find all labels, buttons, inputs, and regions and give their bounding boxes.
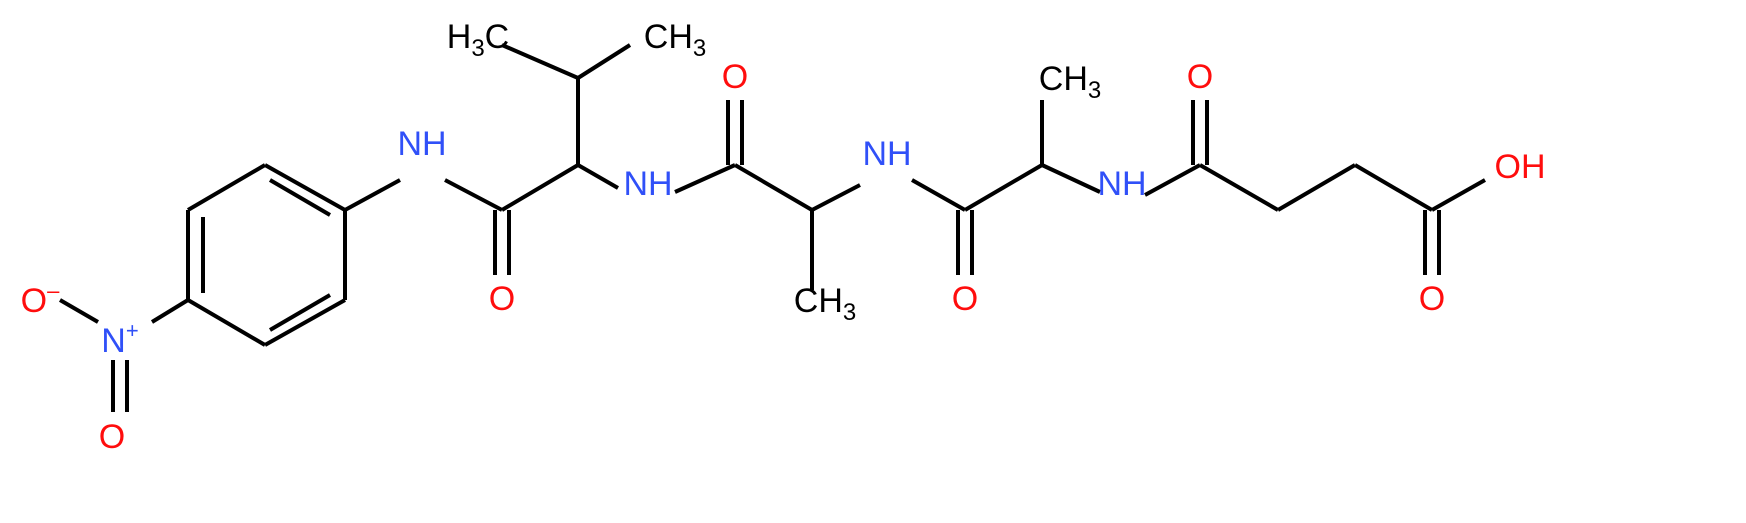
methyl-label-h3c: H3C	[447, 18, 509, 62]
bond-ala2-alpha-nh	[1041, 163, 1101, 194]
bond-succ-carbonyl-ch2	[1199, 163, 1279, 212]
bond-ring-5	[264, 298, 346, 347]
atom-label-nh-ala1: NH	[862, 135, 911, 173]
atom-label-nh-anilide: NH	[397, 125, 446, 163]
bond-layer	[58, 43, 1486, 412]
bond-ala2-carbonyl-alpha	[963, 163, 1044, 212]
atom-label-o-nitro: O	[99, 418, 125, 456]
bond-val-carbonyl-nh	[444, 178, 503, 212]
atom-label-o-minus: O–	[21, 278, 60, 320]
bond-acid-oh	[1431, 178, 1486, 212]
bond-ipr-methyl-right	[576, 43, 632, 80]
bond-val-alpha-carbonyl	[500, 163, 580, 212]
atom-label-o-acid: O	[1419, 280, 1445, 318]
bond-ring-2	[186, 163, 267, 212]
bond-succ-ch2-ch2	[1276, 163, 1357, 212]
bond-nh-aryl	[344, 178, 401, 212]
bond-ala2-nh-carbonyl	[911, 178, 966, 212]
atom-label-o-ala1: O	[722, 58, 748, 96]
bond-ring-4	[186, 298, 267, 347]
methyl-label-ala1: CH3	[794, 282, 856, 326]
methyl-label-ch3-top: CH3	[644, 18, 706, 62]
bond-ala1-alpha-nh	[811, 183, 861, 212]
atom-label-o-succ: O	[1187, 58, 1213, 96]
atom-label-nh-val: NH	[623, 165, 672, 203]
bond-ipr-methyl-left	[501, 43, 579, 80]
bond-nitro-ominus	[58, 298, 100, 324]
bond-succ-nh-carbonyl	[1144, 163, 1201, 197]
atom-label-o-ala2: O	[952, 280, 978, 318]
atom-label-oh: OH	[1494, 148, 1545, 186]
bond-ring-1	[264, 163, 346, 212]
bond-ala1-nh-carbonyl	[674, 163, 736, 194]
bond-succ-ch2-acid	[1353, 163, 1434, 212]
aromatic-inner-1	[268, 178, 332, 217]
atom-label-n-nitro: N+	[101, 318, 138, 360]
aromatic-inner-3	[268, 293, 332, 332]
methyl-label-ala2: CH3	[1039, 60, 1101, 104]
bond-val-alpha-nh	[577, 163, 619, 190]
atom-label-o-val: O	[489, 280, 515, 318]
bond-ala1-carbonyl-alpha	[733, 163, 814, 212]
atom-label-nh-ala2: NH	[1097, 165, 1146, 203]
bond-ring-nitro	[150, 298, 190, 324]
